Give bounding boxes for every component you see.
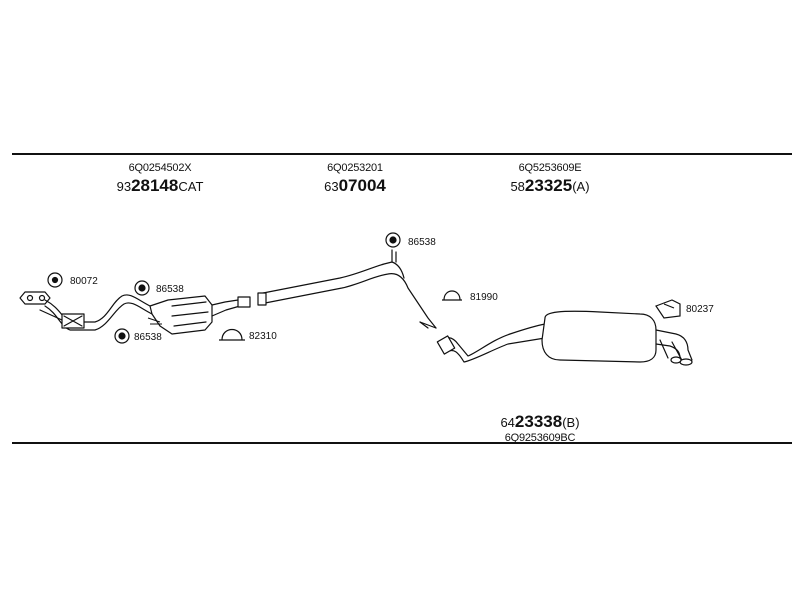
clamp-icon	[442, 290, 462, 301]
part-label-rear-silencer-a: 6Q5253609E 5823325(A)	[510, 162, 589, 196]
clamp-icon	[219, 328, 245, 341]
oe-number: 6Q0254502X	[128, 162, 192, 174]
part-number: 9328148CAT	[116, 176, 204, 195]
callout-86538: 86538	[134, 332, 162, 343]
callout-80237: 80237	[686, 304, 714, 315]
part-label-middle-pipe: 6Q0253201 6307004	[324, 162, 386, 196]
part-number: 5823325(A)	[510, 176, 590, 195]
callout-86538: 86538	[156, 284, 184, 295]
middle-pipe	[257, 249, 437, 329]
rubber-mount-icon	[114, 328, 130, 344]
oe-number: 6Q9253609BC	[504, 432, 576, 444]
leader-line	[147, 317, 161, 323]
callout-80072: 80072	[70, 276, 98, 287]
hanger-bracket-icon	[655, 299, 681, 319]
rubber-mount-icon	[47, 272, 63, 288]
rubber-mount-icon	[134, 280, 150, 296]
part-label-catalytic-converter: 6Q0254502X 9328148CAT	[117, 162, 204, 196]
rubber-mount-icon	[385, 232, 401, 248]
callout-81990: 81990	[470, 292, 498, 303]
callout-86538: 86538	[408, 237, 436, 248]
part-number: 6423338(B)	[500, 412, 580, 431]
rear-silencer	[436, 310, 693, 366]
top-divider	[12, 153, 792, 155]
part-label-rear-silencer-b: 6423338(B) 6Q9253609BC	[500, 410, 579, 444]
part-number: 6307004	[324, 176, 386, 195]
oe-number: 6Q5253609E	[518, 162, 582, 174]
callout-82310: 82310	[249, 331, 277, 342]
bottom-divider	[12, 442, 792, 444]
front-pipe	[19, 291, 153, 331]
catalytic-converter	[149, 295, 251, 335]
oe-number: 6Q0253201	[327, 162, 383, 174]
